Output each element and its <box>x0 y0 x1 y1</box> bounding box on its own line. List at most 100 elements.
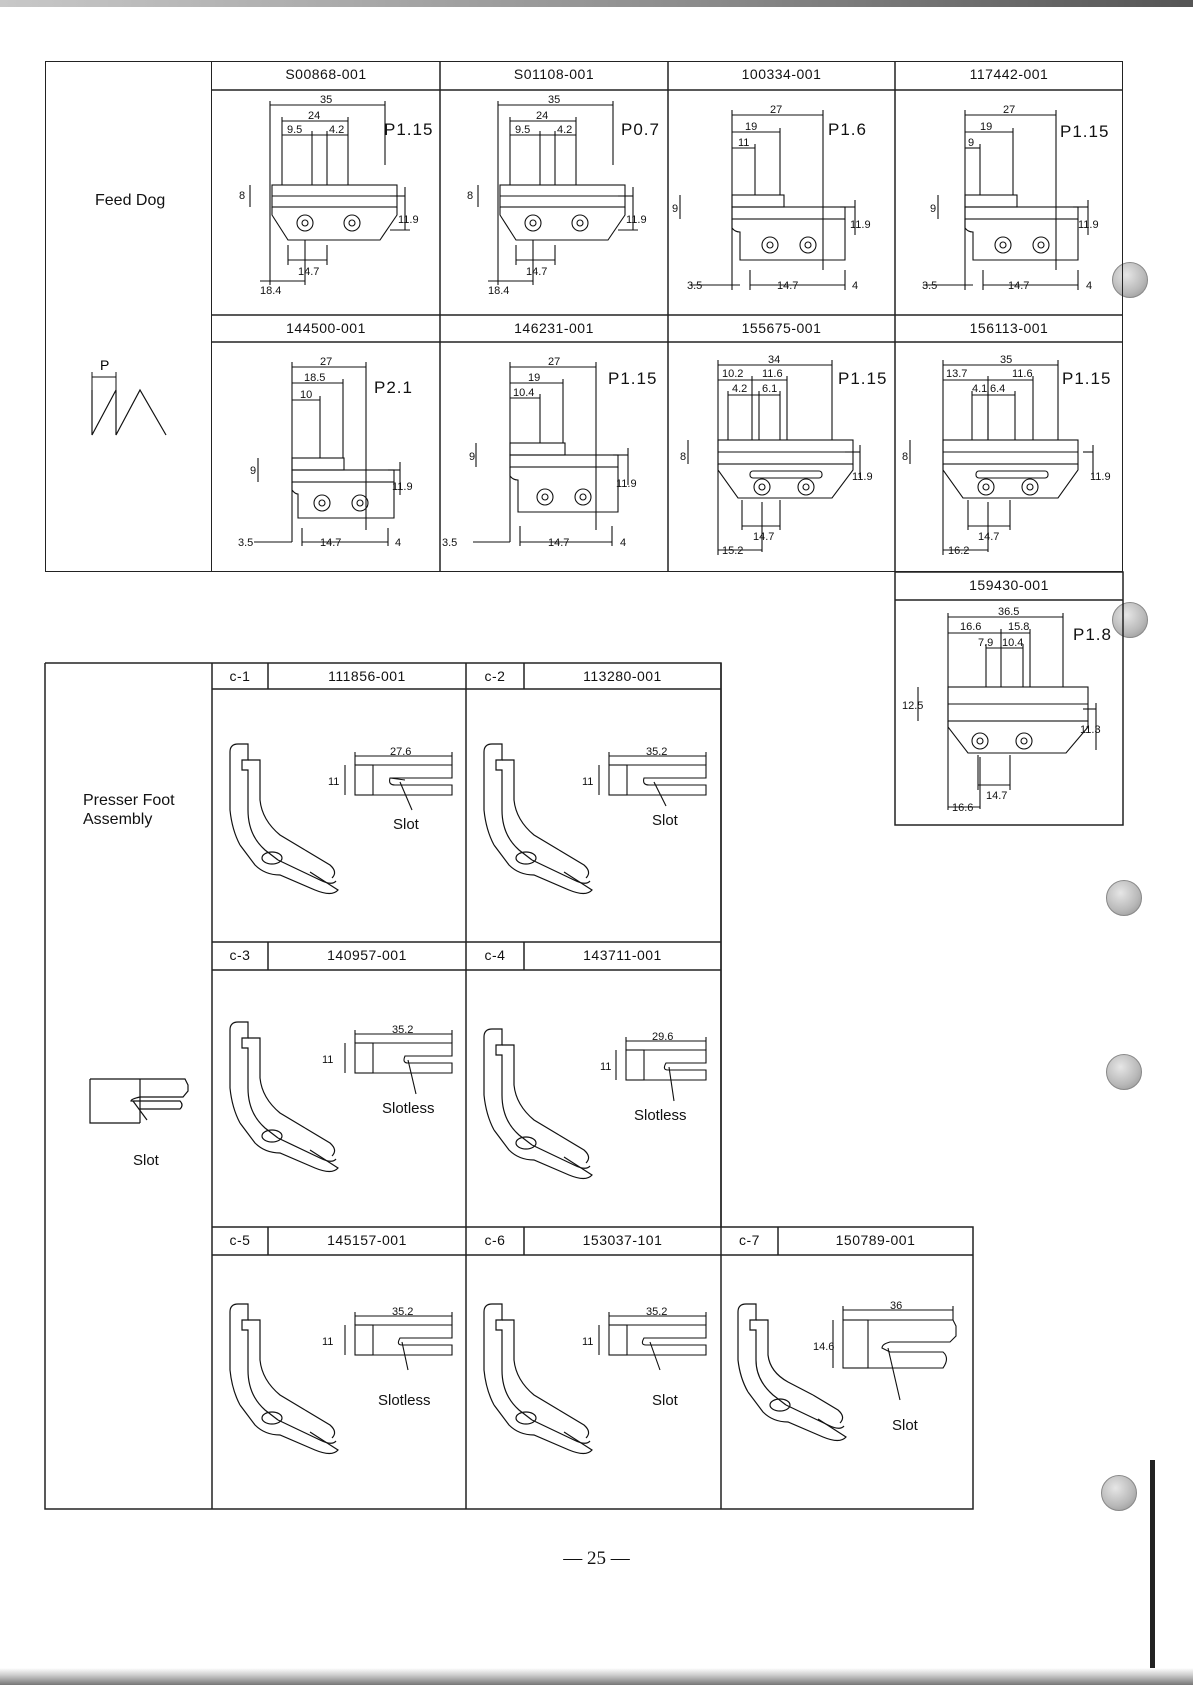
feed-dog-part-number: 146231-001 <box>514 320 594 336</box>
scan-bottom-edge <box>0 1668 1193 1685</box>
svg-text:35: 35 <box>1000 354 1012 366</box>
svg-text:9: 9 <box>469 451 475 463</box>
presser-foot-code: c-7 <box>739 1232 760 1248</box>
svg-text:8: 8 <box>680 451 686 463</box>
svg-text:11.9: 11.9 <box>1090 471 1111 483</box>
presser-foot-part-number: 143711-001 <box>583 947 662 963</box>
svg-text:36: 36 <box>890 1300 902 1312</box>
svg-text:24: 24 <box>536 110 548 122</box>
svg-text:27: 27 <box>1003 104 1015 116</box>
svg-text:4.2: 4.2 <box>329 124 344 136</box>
svg-text:14.6: 14.6 <box>813 1341 834 1353</box>
svg-text:16.6: 16.6 <box>960 621 981 633</box>
svg-text:18.5: 18.5 <box>304 372 325 384</box>
svg-text:11.3: 11.3 <box>1080 724 1101 736</box>
feed-dog-pitch: P1.15 <box>384 120 434 139</box>
svg-text:11: 11 <box>738 137 749 149</box>
svg-text:11: 11 <box>322 1336 333 1348</box>
feed-dog-pitch: P1.15 <box>838 369 888 388</box>
svg-text:4.1: 4.1 <box>972 383 987 395</box>
scan-top-edge <box>0 0 1193 7</box>
svg-text:18.4: 18.4 <box>488 285 509 297</box>
svg-text:4.2: 4.2 <box>732 383 747 395</box>
svg-text:11.6: 11.6 <box>762 368 783 380</box>
feed-dog-pitch: P1.15 <box>1060 122 1110 141</box>
svg-text:9: 9 <box>672 203 678 215</box>
svg-text:11.9: 11.9 <box>398 214 419 226</box>
svg-text:3.5: 3.5 <box>687 280 702 292</box>
feed-dog-drawing: 35 24 9.5 4.2 8 11.9 14.7 18.4 <box>467 94 647 297</box>
svg-text:14.7: 14.7 <box>753 531 774 543</box>
presser-foot-drawing: 36 14.6 Slot <box>737 1300 957 1442</box>
svg-text:11: 11 <box>582 776 593 788</box>
feed-dog-part-number: S00868-001 <box>285 66 367 82</box>
svg-text:4: 4 <box>1086 280 1092 292</box>
feed-dog-drawing: 27 19 9 9 11.9 3.5 14.7 4 <box>922 104 1099 292</box>
svg-text:Slot: Slot <box>393 816 420 833</box>
svg-text:11.9: 11.9 <box>626 214 647 226</box>
feed-dog-part-number: 117442-001 <box>969 66 1049 82</box>
presser-foot-drawing: 27.6 11 Slot <box>229 743 453 895</box>
svg-text:11.9: 11.9 <box>852 471 873 483</box>
svg-text:4: 4 <box>395 537 401 549</box>
svg-text:14.7: 14.7 <box>978 531 999 543</box>
svg-text:24: 24 <box>308 110 320 122</box>
feed-dog-drawing: 27 19 10.4 9 11.9 3.5 14.7 4 <box>442 356 637 549</box>
slot-symbol-icon: Slot <box>89 1078 189 1169</box>
feed-dog-part-number: 159430-001 <box>969 577 1049 593</box>
feed-dog-pitch: P1.8 <box>1073 625 1112 644</box>
feed-dog-pitch: P0.7 <box>621 120 660 139</box>
svg-text:11: 11 <box>600 1061 611 1073</box>
svg-text:11.9: 11.9 <box>616 478 637 490</box>
feed-dog-drawing: 36.5 16.6 15.8 7.9 10.4 12.5 11.3 14.7 1… <box>902 606 1101 814</box>
pitch-symbol-icon: P <box>91 357 167 436</box>
pitch-symbol-label: P <box>100 357 109 373</box>
feed-dog-pitch: P2.1 <box>374 378 413 397</box>
svg-text:11.9: 11.9 <box>392 481 413 493</box>
svg-text:10.2: 10.2 <box>722 368 743 380</box>
svg-text:15.8: 15.8 <box>1008 621 1029 633</box>
svg-text:9: 9 <box>968 137 974 149</box>
svg-text:14.7: 14.7 <box>298 266 319 278</box>
svg-text:8: 8 <box>239 190 245 202</box>
presser-foot-part-number: 140957-001 <box>327 947 407 963</box>
svg-text:10.4: 10.4 <box>1002 637 1023 649</box>
feed-dog-part-number: S01108-001 <box>513 66 595 82</box>
presser-foot-part-number: 153037-101 <box>582 1232 663 1248</box>
svg-text:4: 4 <box>620 537 626 549</box>
presser-foot-drawing: 35.2 11 Slot <box>483 1303 707 1455</box>
svg-text:16.6: 16.6 <box>952 802 973 814</box>
svg-text:11: 11 <box>582 1336 593 1348</box>
svg-text:8: 8 <box>902 451 908 463</box>
feed-dog-drawing: 35 13.7 11.6 4.1 6.4 8 11.9 14.7 16.2 <box>902 354 1111 557</box>
svg-text:7.9: 7.9 <box>978 637 993 649</box>
svg-text:36.5: 36.5 <box>998 606 1019 618</box>
svg-text:35.2: 35.2 <box>646 746 667 758</box>
svg-text:Slotless: Slotless <box>378 1392 431 1409</box>
binder-hole <box>1106 1054 1142 1090</box>
svg-text:27: 27 <box>770 104 782 116</box>
svg-text:27: 27 <box>548 356 560 368</box>
binder-hole <box>1101 1475 1137 1511</box>
svg-text:12.5: 12.5 <box>902 700 923 712</box>
feed-dog-drawing: 27 18.5 10 9 11.9 3.5 14.7 4 <box>238 356 413 549</box>
feed-dog-drawing: 34 10.2 11.6 4.2 6.1 8 11.9 14.7 15.2 <box>680 354 873 557</box>
presser-foot-part-number: 111856-001 <box>328 668 406 684</box>
svg-text:14.7: 14.7 <box>548 537 569 549</box>
svg-text:14.7: 14.7 <box>986 790 1007 802</box>
svg-text:Slotless: Slotless <box>382 1100 435 1117</box>
svg-text:27.6: 27.6 <box>390 746 411 758</box>
presser-foot-code: c-6 <box>484 1232 506 1248</box>
presser-foot-code: c-5 <box>229 1232 251 1248</box>
presser-foot-part-number: 145157-001 <box>327 1232 407 1248</box>
svg-text:14.7: 14.7 <box>1008 280 1029 292</box>
svg-text:14.7: 14.7 <box>526 266 547 278</box>
feed-dog-pitch: P1.15 <box>1062 369 1112 388</box>
presser-foot-code: c-2 <box>484 668 506 684</box>
svg-text:3.5: 3.5 <box>922 280 937 292</box>
svg-text:Slot: Slot <box>892 1417 919 1434</box>
svg-text:35.2: 35.2 <box>646 1306 667 1318</box>
svg-text:Slotless: Slotless <box>634 1107 687 1124</box>
feed-dog-pitch: P1.15 <box>608 369 658 388</box>
